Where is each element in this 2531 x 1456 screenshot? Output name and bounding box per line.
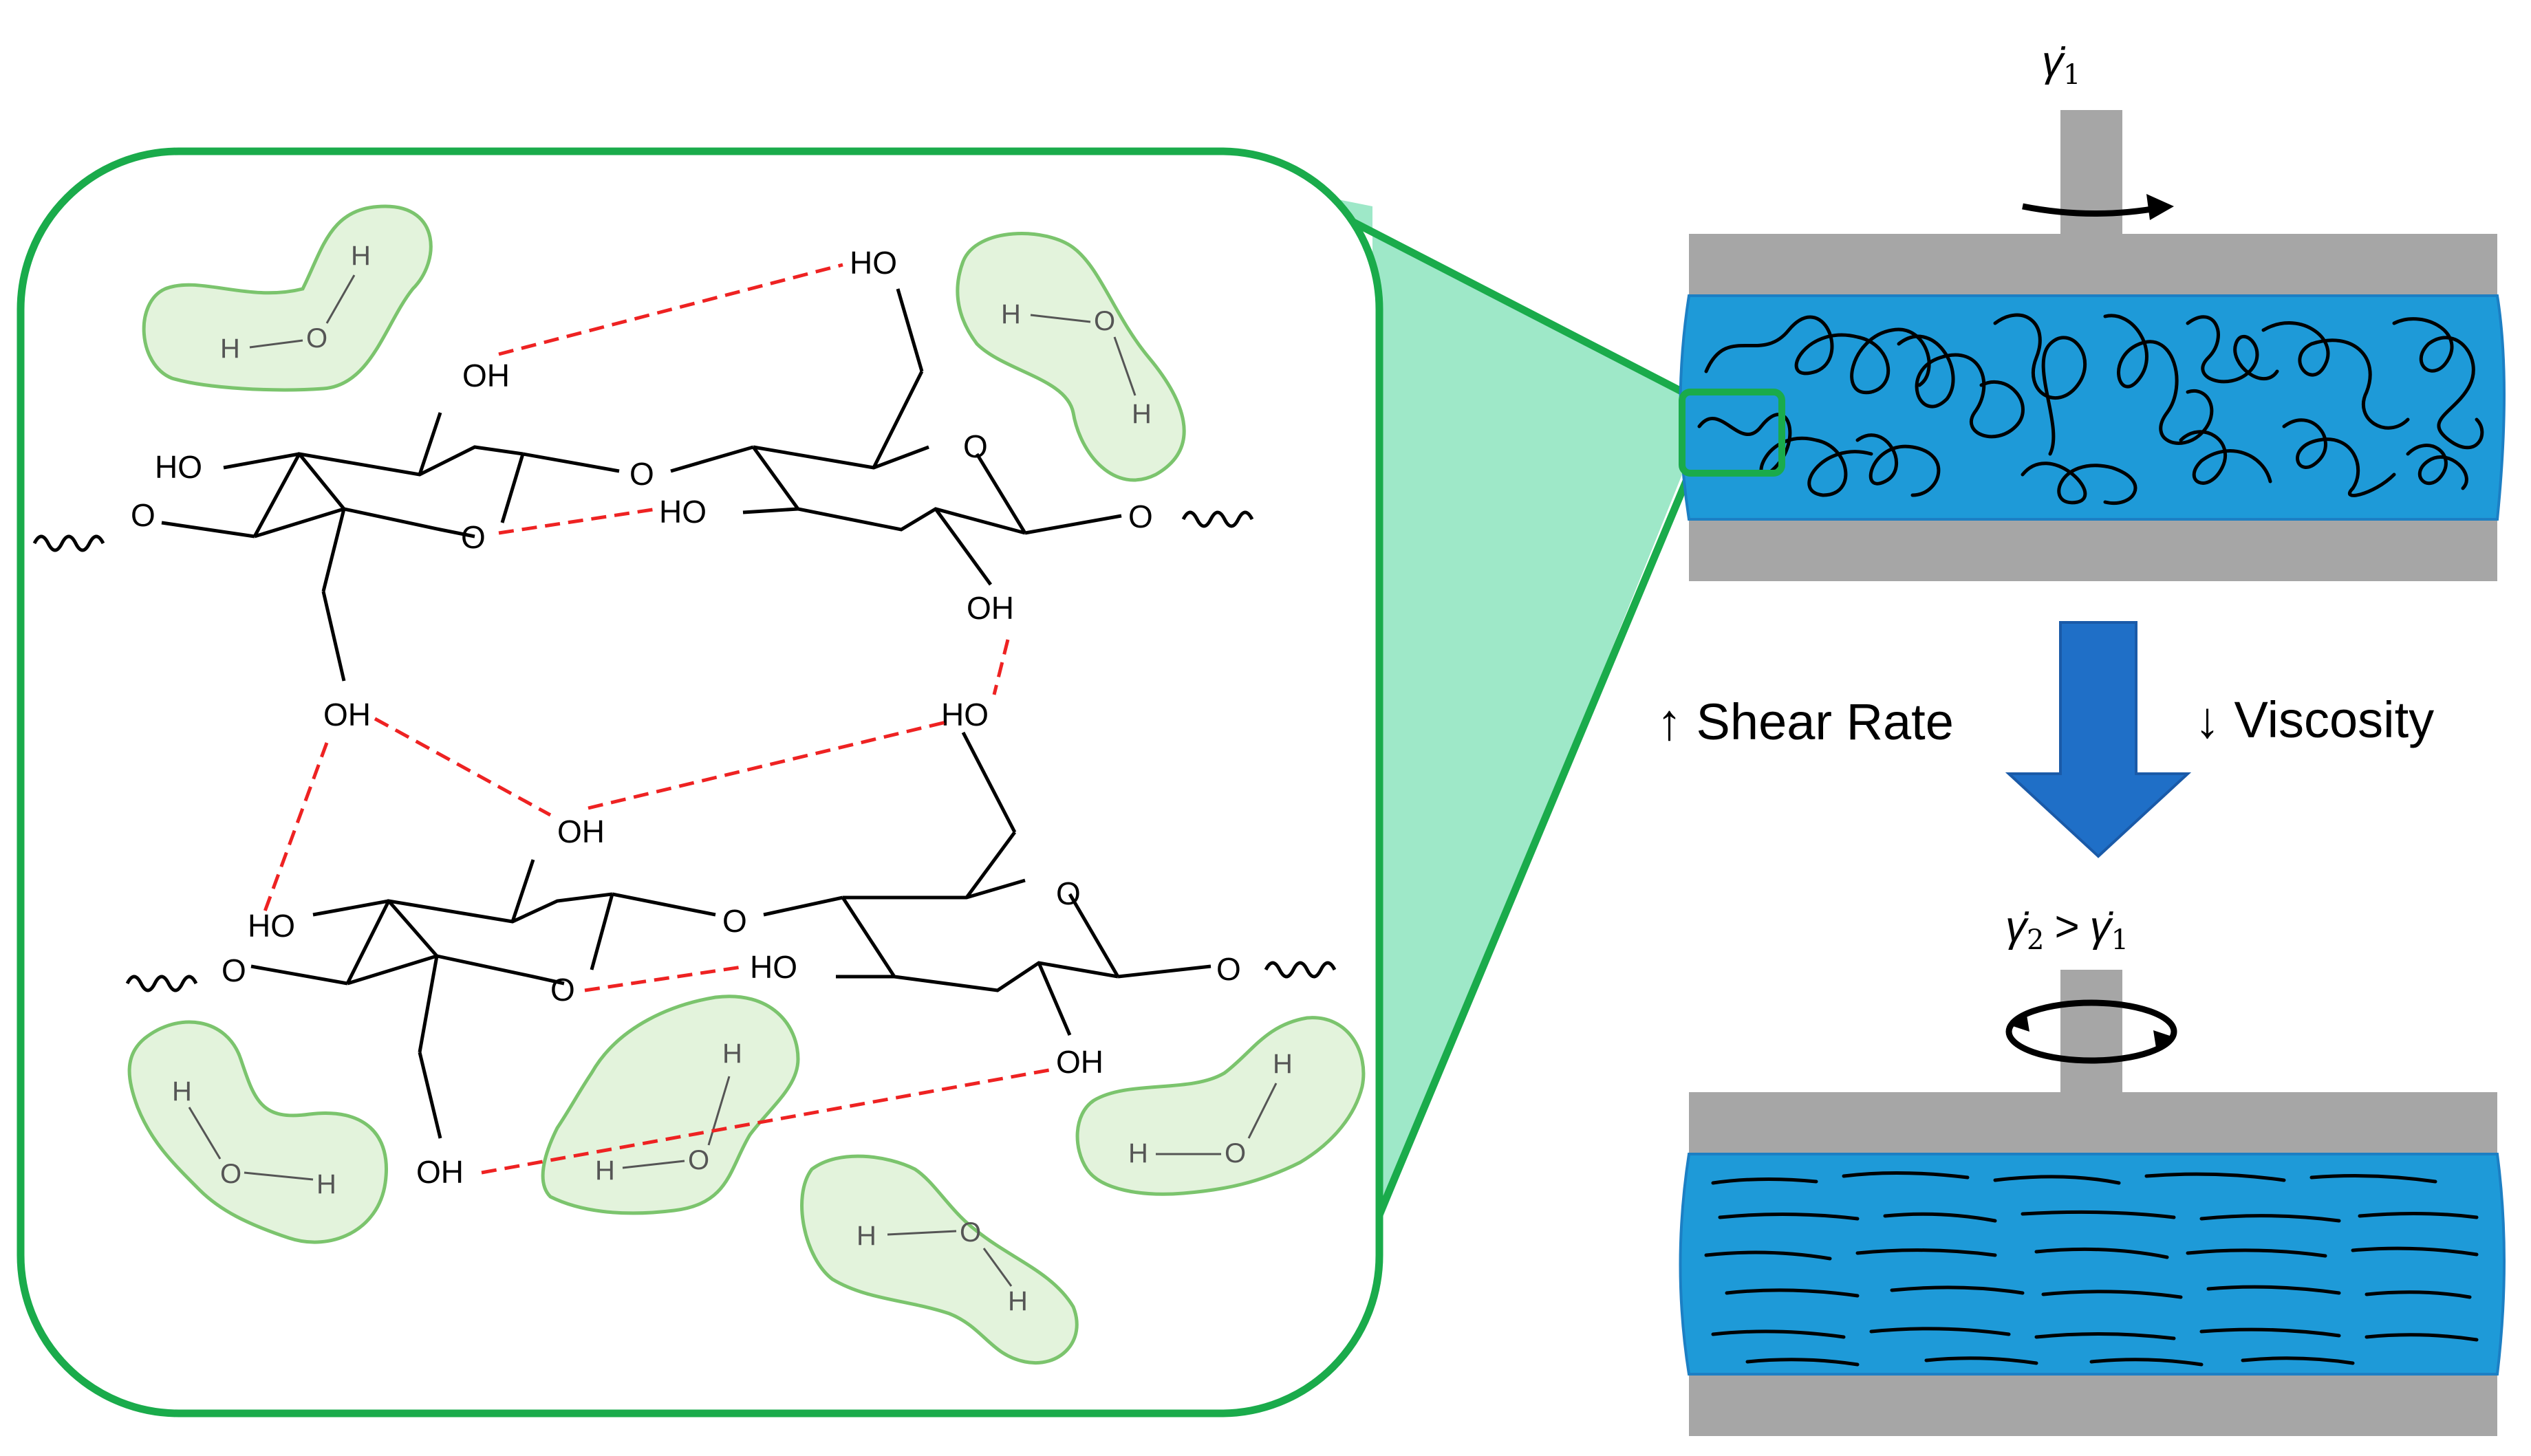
svg-text:OH: OH <box>323 697 371 732</box>
water-molecule-4: H O H <box>541 995 800 1215</box>
zoom-region-marker <box>1679 389 1785 477</box>
upper-plate-top <box>1689 234 2497 294</box>
zoom-frame <box>17 147 1383 1417</box>
svg-text:H: H <box>1008 1286 1028 1316</box>
svg-text:O: O <box>220 1159 241 1189</box>
shear-rate-1-label: γ̇1 <box>2042 38 2080 91</box>
rotation-arrow-top <box>2022 203 2161 217</box>
cellulose-upper-labels: OH HO HO O O O O HO O OH OH HO <box>131 245 1153 732</box>
svg-text:H: H <box>1001 299 1021 329</box>
svg-text:H: H <box>172 1076 192 1107</box>
cellulose-chain-lower <box>125 731 1337 1139</box>
spindle-bottom <box>2060 970 2122 1092</box>
svg-text:OH: OH <box>967 590 1014 626</box>
svg-text:HO: HO <box>850 245 897 281</box>
rheometer-bottom: γ̇2>γ̇1 <box>1679 903 2506 1436</box>
svg-text:H: H <box>220 334 240 364</box>
svg-text:H: H <box>595 1155 615 1186</box>
svg-text:HO: HO <box>659 494 707 530</box>
water-molecule-3: H O H <box>127 1020 388 1244</box>
wavy-bond-left-lower <box>125 975 198 992</box>
svg-text:OH: OH <box>557 814 605 849</box>
rotation-arrowhead-bottom-left <box>2009 1011 2029 1032</box>
svg-text:HO: HO <box>941 697 989 732</box>
svg-text:O: O <box>1225 1138 1246 1169</box>
cellulose-lower-labels: OH HO O O O O HO O OH OH <box>222 814 1241 1190</box>
shear-rate-up-label: ↑ Shear Rate <box>1657 693 1954 750</box>
svg-text:O: O <box>550 972 575 1008</box>
svg-text:H: H <box>1128 1138 1148 1169</box>
svg-text:H: H <box>722 1039 742 1069</box>
zoom-line-bottom <box>1368 472 1693 1233</box>
svg-text:H: H <box>351 241 371 271</box>
down-arrow <box>2005 621 2192 858</box>
rotation-arrowhead-top <box>2146 194 2174 220</box>
svg-text:O: O <box>629 456 654 492</box>
svg-text:OH: OH <box>416 1154 464 1190</box>
lower-plate-bottom <box>1689 1376 2497 1436</box>
svg-text:H: H <box>316 1169 336 1199</box>
svg-text:O: O <box>960 1217 981 1248</box>
rheometer-top: γ̇1 <box>1679 38 2506 581</box>
lower-plate-top <box>1689 521 2497 581</box>
svg-text:O: O <box>1216 951 1241 987</box>
svg-text:H: H <box>1132 399 1152 429</box>
wavy-bond-left <box>32 534 105 552</box>
svg-text:HO: HO <box>155 449 202 485</box>
svg-text:O: O <box>1056 876 1081 911</box>
svg-text:O: O <box>722 903 747 939</box>
entangled-polymers <box>1697 313 2484 505</box>
viscosity-down-label: ↓ Viscosity <box>2195 691 2434 748</box>
water-molecule-5: H O H <box>800 1154 1079 1365</box>
svg-text:O: O <box>1094 306 1115 336</box>
svg-text:O: O <box>131 497 155 533</box>
aligned-polymers <box>1704 1171 2479 1367</box>
svg-text:O: O <box>688 1145 709 1175</box>
svg-text:HO: HO <box>248 908 295 944</box>
hydrogen-bonds <box>263 263 1053 1175</box>
shear-rate-comparison-label: γ̇2>γ̇1 <box>2005 903 2129 956</box>
svg-text:HO: HO <box>750 949 797 985</box>
svg-text:OH: OH <box>1056 1044 1103 1080</box>
fluid-bottom <box>1679 1153 2506 1376</box>
water-molecule-2: H O H <box>956 232 1186 482</box>
svg-text:O: O <box>461 519 486 555</box>
svg-text:OH: OH <box>462 358 510 393</box>
wavy-bond-right <box>1181 510 1254 528</box>
water-molecule-1: H O H <box>142 204 433 392</box>
svg-text:H: H <box>1273 1049 1293 1079</box>
svg-text:O: O <box>306 323 327 354</box>
rotation-arrowhead-bottom-right <box>2153 1030 2174 1052</box>
rotation-circle-bottom <box>2005 999 2177 1064</box>
process-arrow <box>2005 621 2192 858</box>
wavy-bond-right-lower <box>1264 961 1337 979</box>
water-molecule-6: H O H <box>1075 1016 1366 1196</box>
svg-text:O: O <box>1128 499 1153 534</box>
svg-text:O: O <box>222 953 246 988</box>
zoom-wedge <box>1304 193 1682 1217</box>
upper-plate-bottom <box>1689 1092 2497 1153</box>
svg-text:O: O <box>963 428 988 464</box>
svg-text:H: H <box>857 1221 876 1251</box>
cellulose-chain-upper <box>32 288 1254 682</box>
